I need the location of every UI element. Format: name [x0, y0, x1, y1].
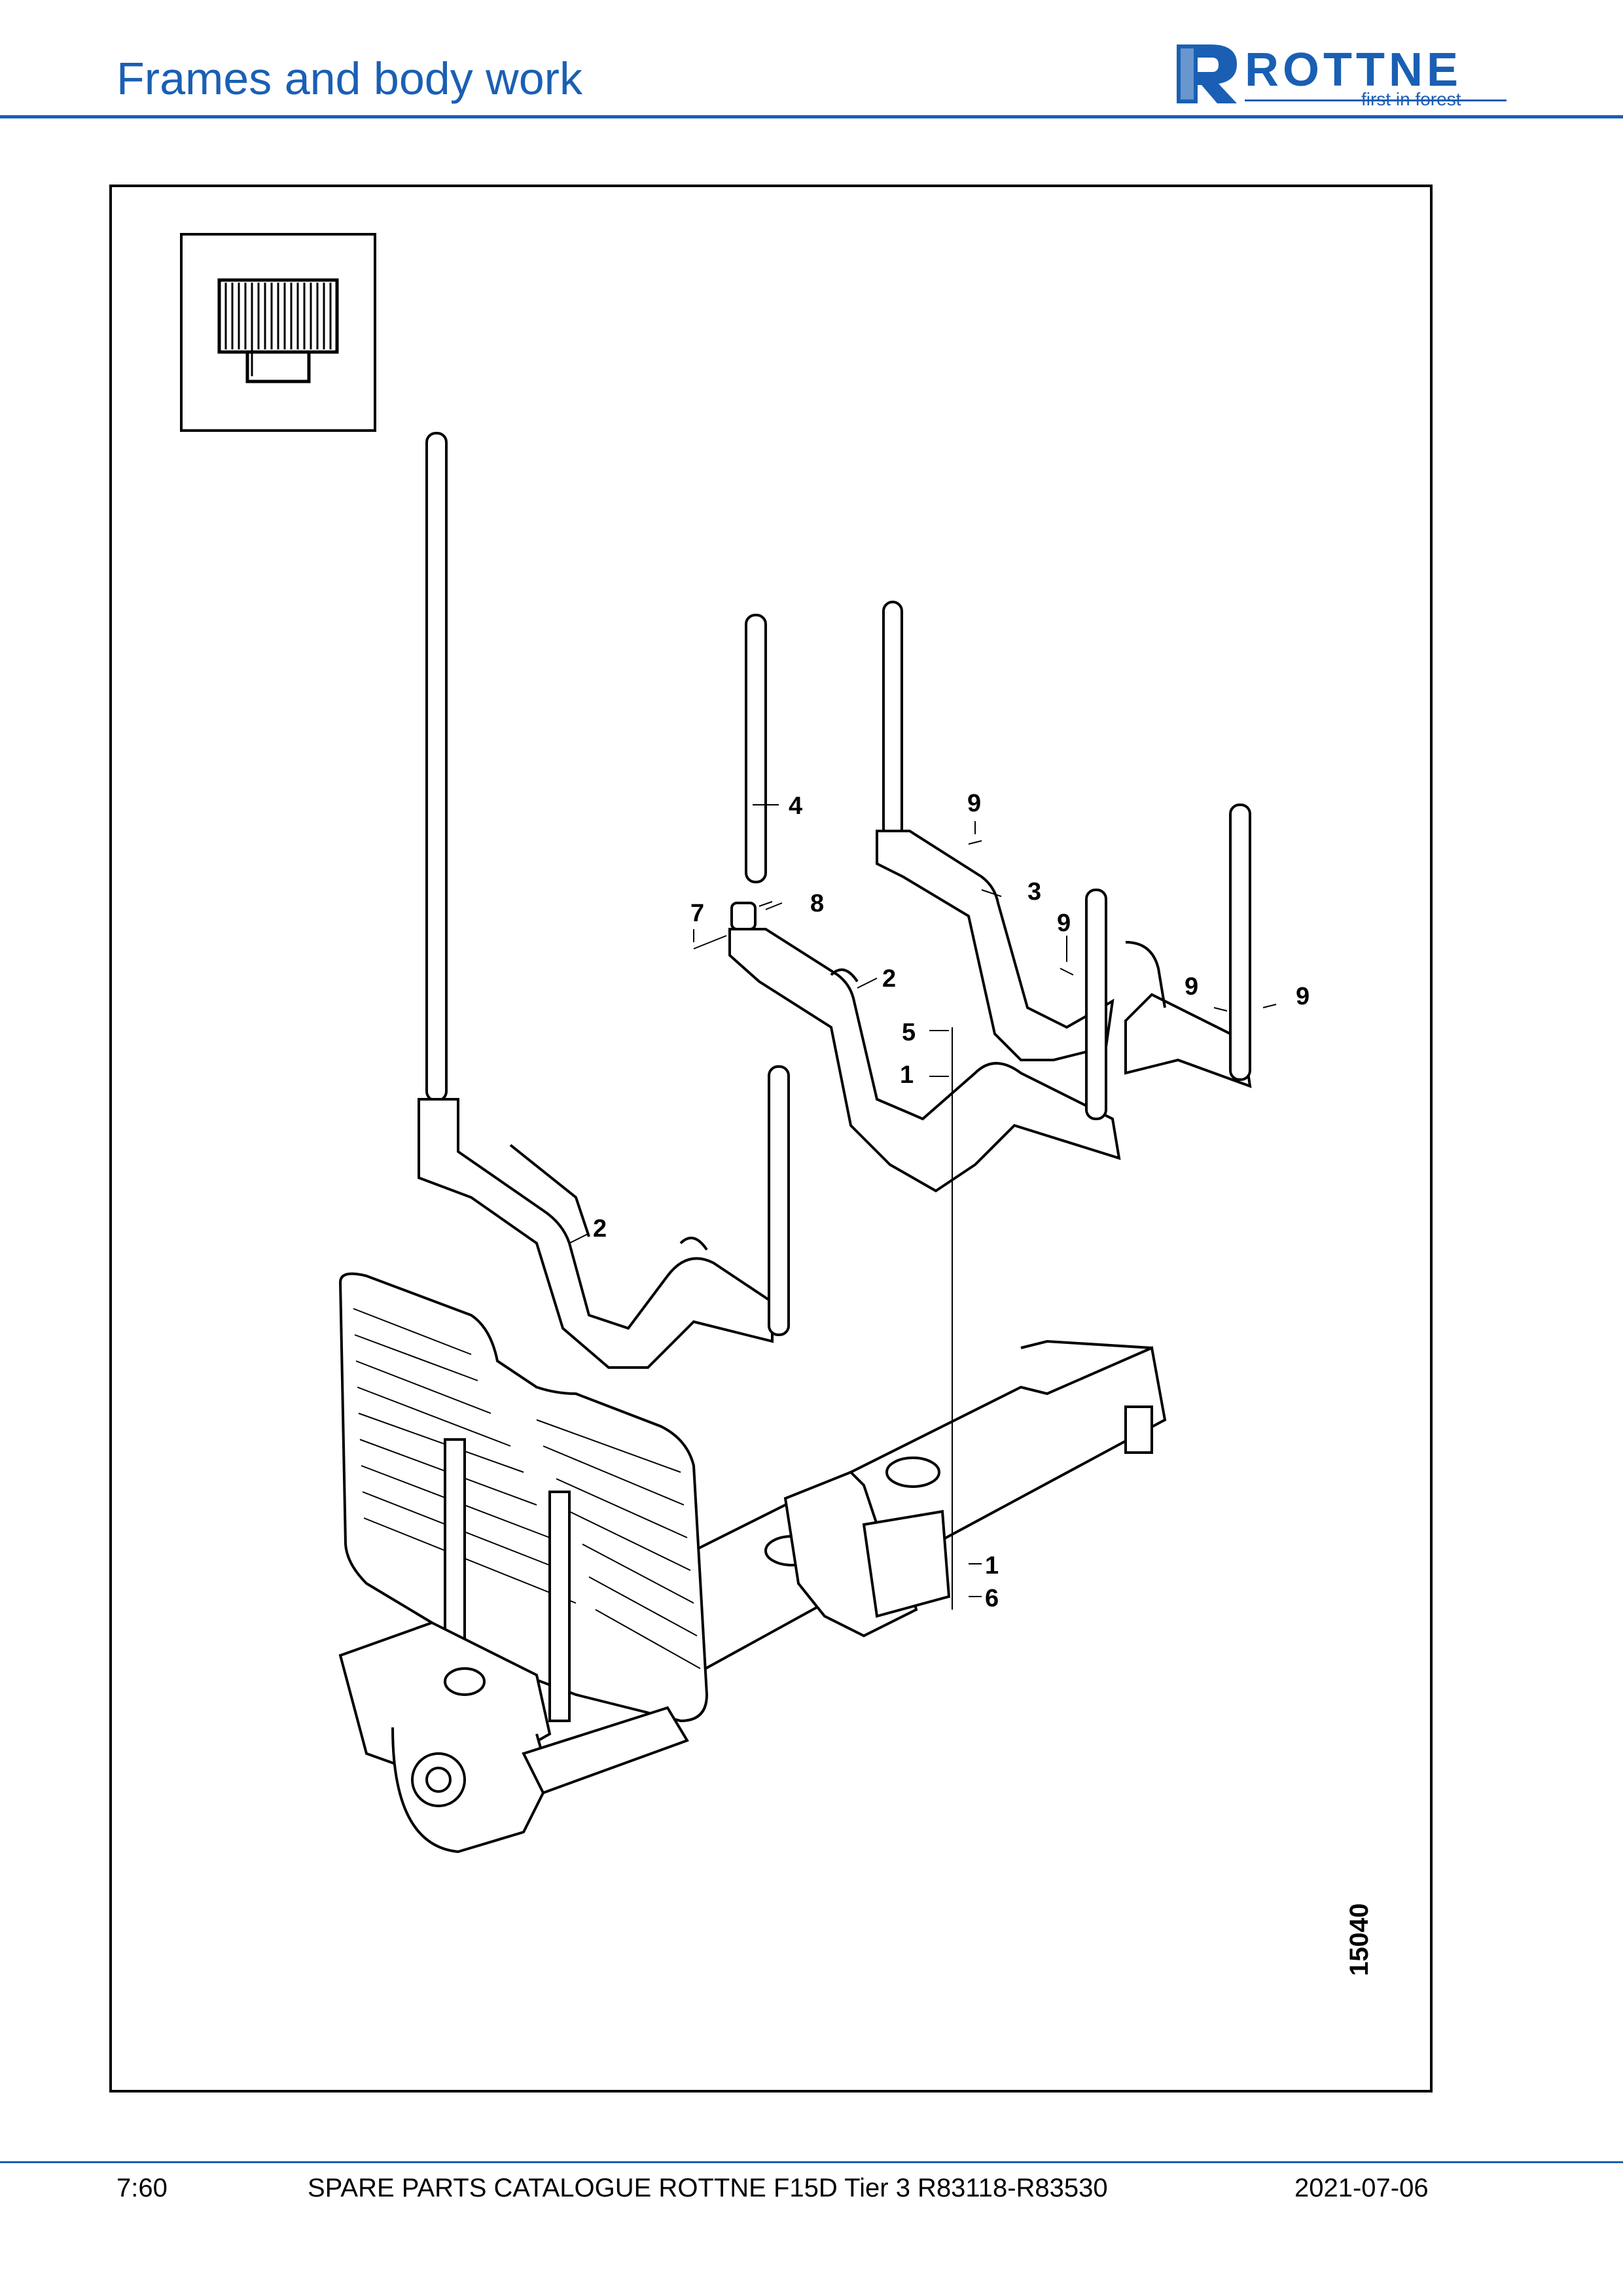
- leader-lines: [569, 804, 1067, 1597]
- callout-2-front: 2: [593, 1215, 607, 1243]
- footer-divider: [0, 2161, 1623, 2163]
- callout-5: 5: [902, 1019, 916, 1046]
- callout-3: 3: [1027, 878, 1041, 906]
- bunk-middle: [728, 614, 1121, 1193]
- location-thumbnail: [180, 233, 376, 432]
- fastener-line: [693, 840, 1277, 1610]
- callout-1-lower: 1: [985, 1552, 999, 1580]
- callout-4: 4: [789, 792, 802, 820]
- front-gate: [338, 1272, 709, 1723]
- callout-7: 7: [690, 900, 704, 927]
- logo-tagline: first in forest: [1361, 89, 1461, 109]
- callout-9-rear-left: 9: [1185, 973, 1198, 1000]
- publication-date: 2021-07-06: [1294, 2174, 1429, 2202]
- callout-2-middle: 2: [882, 965, 896, 993]
- callout-9-top: 9: [967, 790, 981, 817]
- drawing-frame: [109, 185, 1433, 2093]
- rear-axle: [338, 1621, 689, 1854]
- rottne-emblem-icon: [1177, 44, 1237, 103]
- callout-9-right: 9: [1057, 910, 1071, 937]
- drawing-reference-number: 15040: [1345, 1903, 1374, 1976]
- page-number: 7:60: [116, 2174, 168, 2202]
- header-divider: [0, 115, 1623, 118]
- page-title: Frames and body work: [116, 53, 582, 104]
- bunk-front: [418, 432, 790, 1369]
- catalogue-title: SPARE PARTS CATALOGUE ROTTNE F15D Tier 3…: [308, 2174, 1108, 2202]
- rottne-logo: ROTTNE first in forest: [1171, 31, 1512, 110]
- chassis-frame: [692, 1339, 1167, 1678]
- callout-8: 8: [810, 890, 824, 917]
- callout-1-upper: 1: [900, 1061, 914, 1089]
- callout-6: 6: [985, 1585, 999, 1612]
- bunk-rear: [876, 601, 1252, 1120]
- logo-wordmark: ROTTNE: [1245, 44, 1462, 96]
- callout-9-rear-right: 9: [1296, 983, 1310, 1010]
- logo-underline: [1245, 99, 1507, 101]
- callout-numbers: 1 1 2 2 3 4 5 6 7 8 9 9 9 9: [593, 790, 1310, 1612]
